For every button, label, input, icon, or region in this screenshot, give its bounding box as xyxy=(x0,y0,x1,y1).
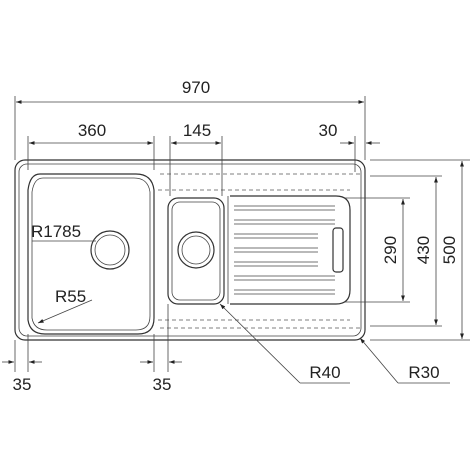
dim-bowl-depth: 430 xyxy=(370,175,442,327)
dim-overall-width-label: 970 xyxy=(182,78,210,97)
radius-main-bowl-curve: R1785 xyxy=(31,222,96,242)
sink-outline xyxy=(14,159,366,341)
radius-small-bowl-corner: R40 xyxy=(219,303,350,384)
dim-between-bowls: 35 xyxy=(140,304,182,394)
main-bowl-drain xyxy=(90,230,130,270)
small-bowl-drain xyxy=(177,231,215,269)
dim-drainer-depth: 290 xyxy=(345,197,410,303)
radius-main-bowl-corner-label: R55 xyxy=(55,287,86,306)
cutout-dashed-lines xyxy=(158,173,360,329)
dim-half-bowl-width: 145 xyxy=(169,121,223,196)
dim-left-margin-label: 35 xyxy=(13,375,32,394)
drainer-grooves xyxy=(234,205,335,295)
dim-half-bowl-width-label: 145 xyxy=(183,121,211,140)
drainer-outlet xyxy=(332,227,344,273)
radius-main-bowl-curve-label: R1785 xyxy=(31,222,81,241)
small-bowl xyxy=(167,197,225,305)
main-bowl xyxy=(27,173,155,335)
dim-bowl-width-label: 360 xyxy=(78,121,106,140)
radius-outer-corner: R30 xyxy=(359,337,450,384)
dim-overall-width: 970 xyxy=(14,78,366,160)
dim-right-margin: 30 xyxy=(319,121,380,172)
radius-outer-corner-label: R30 xyxy=(408,363,439,382)
radius-main-bowl-corner: R55 xyxy=(37,287,93,324)
dim-drainer-depth-label: 290 xyxy=(381,236,400,264)
dim-left-margin: 35 xyxy=(2,334,42,394)
radius-small-bowl-corner-label: R40 xyxy=(309,363,340,382)
dim-between-bowls-label: 35 xyxy=(153,375,172,394)
dim-overall-depth: 500 xyxy=(370,159,470,341)
dim-right-margin-label: 30 xyxy=(319,121,338,140)
dim-overall-depth-label: 500 xyxy=(440,236,459,264)
drainer-board xyxy=(227,195,351,305)
dim-bowl-width: 360 xyxy=(27,121,155,170)
dim-bowl-depth-label: 430 xyxy=(414,236,433,264)
